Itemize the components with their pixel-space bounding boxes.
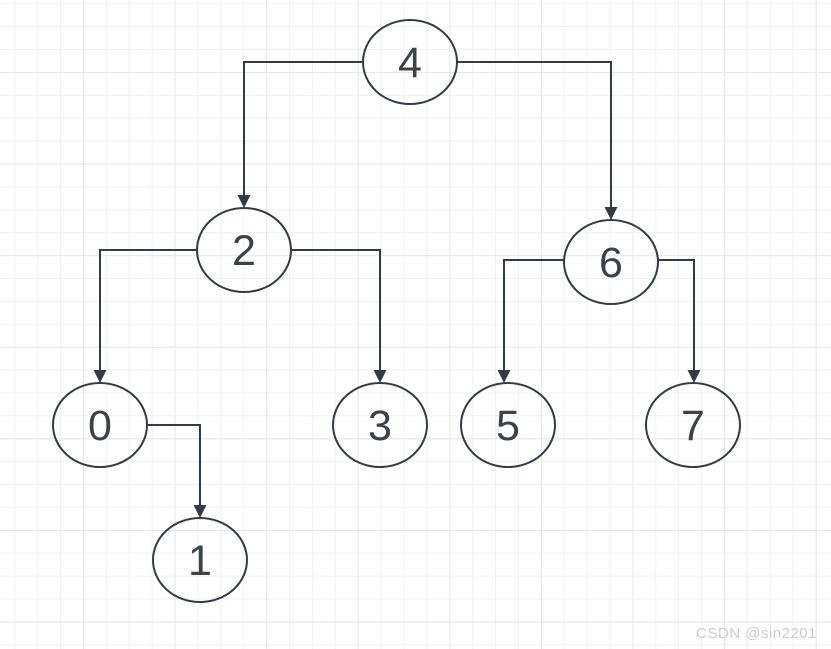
node-label: 1	[188, 537, 212, 585]
tree-node-5: 5	[460, 382, 556, 468]
node-label: 0	[88, 402, 112, 450]
node-label: 5	[496, 402, 520, 450]
edge-6-7	[658, 259, 701, 383]
edge-4-2	[237, 61, 363, 208]
edge-2-3	[291, 249, 387, 383]
node-circle	[196, 207, 292, 293]
node-circle	[362, 19, 458, 105]
node-circle	[52, 382, 148, 468]
node-circle	[460, 382, 556, 468]
tree-node-6: 6	[563, 219, 659, 305]
tree-node-7: 7	[645, 382, 741, 468]
edge-2-0	[93, 249, 197, 383]
node-circle	[645, 382, 741, 468]
tree-node-2: 2	[196, 207, 292, 293]
node-label: 7	[681, 402, 705, 450]
edge-4-6	[457, 61, 618, 220]
tree-node-3: 3	[332, 382, 428, 468]
node-label: 4	[398, 39, 422, 87]
node-circle	[563, 219, 659, 305]
node-circle	[152, 517, 248, 603]
tree-node-4: 4	[362, 19, 458, 105]
tree-node-0: 0	[52, 382, 148, 468]
watermark: CSDN @sin2201	[696, 625, 817, 642]
node-label: 6	[599, 239, 623, 287]
node-label: 2	[232, 227, 256, 275]
tree-node-1: 1	[152, 517, 248, 603]
edge-0-1	[147, 424, 207, 518]
node-circle	[332, 382, 428, 468]
edge-6-5	[497, 259, 564, 383]
node-label: 3	[368, 402, 392, 450]
